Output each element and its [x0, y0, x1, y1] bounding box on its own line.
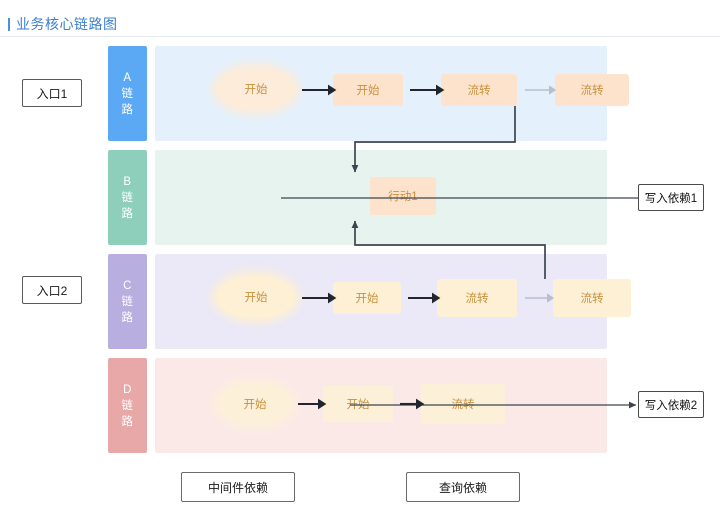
lane-tag-b: B 链 路 [108, 150, 147, 245]
lane-body-d: 开始开始流转 [155, 358, 607, 453]
lane-tag-letter: D [123, 383, 132, 396]
lane-body-c: 开始 开始 流转流转 [155, 254, 631, 349]
legend-query[interactable]: 查询依赖 [406, 472, 520, 502]
node-c-0[interactable]: 开始 [217, 276, 295, 318]
lane-c: C 链 路 开始 开始 流转流转 [108, 254, 631, 349]
lane-d: D 链 路 开始开始流转 [108, 358, 607, 453]
node-a-0[interactable]: 开始 [217, 68, 295, 110]
entry-box-1[interactable]: 入口1 [22, 79, 82, 107]
lane-tag-c: C 链 路 [108, 254, 147, 349]
lane-tag-letter: A [123, 71, 132, 84]
lane-tag-word-2: 路 [121, 103, 134, 116]
title-accent-bar [8, 17, 10, 31]
lane-tag-word-1: 链 [121, 191, 134, 204]
node-a-2[interactable]: 流转 [441, 74, 517, 106]
lane-tag-d: D 链 路 [108, 358, 147, 453]
node-b-0[interactable]: 行动1 [370, 177, 436, 215]
dependency-box-2[interactable]: 写入依赖2 [638, 391, 704, 418]
lane-a: A 链 路 开始 开始 流转 流转 [108, 46, 629, 141]
node-c-3[interactable]: 流转 [553, 279, 631, 317]
lane-tag-word-2: 路 [121, 207, 134, 220]
lane-tag-word-1: 链 [121, 295, 134, 308]
legend-middleware[interactable]: 中间件依赖 [181, 472, 295, 502]
node-d-2[interactable]: 流转 [421, 384, 505, 424]
lane-tag-word-1: 链 [121, 87, 134, 100]
dependency-box-1[interactable]: 写入依赖1 [638, 184, 704, 211]
lane-tag-word-2: 路 [121, 415, 134, 428]
lane-tag-a: A 链 路 [108, 46, 147, 141]
lane-tag-word-2: 路 [121, 311, 134, 324]
lane-body-b: 行动1 [155, 150, 607, 245]
node-d-0[interactable]: 开始 [219, 384, 291, 424]
title-divider [0, 36, 720, 37]
node-c-2[interactable]: 流转 [437, 279, 517, 317]
node-c-1[interactable]: 开始 [333, 282, 401, 314]
node-d-1[interactable]: 开始 [323, 386, 393, 422]
page-title-label: 业务核心链路图 [16, 16, 118, 32]
lane-tag-letter: B [123, 175, 132, 188]
lane-body-a: 开始 开始 流转 流转 [155, 46, 629, 141]
node-a-1[interactable]: 开始 [333, 74, 403, 106]
lane-tag-letter: C [123, 279, 132, 292]
page-title: 业务核心链路图 [8, 14, 118, 34]
lane-tag-word-1: 链 [121, 399, 134, 412]
entry-box-2[interactable]: 入口2 [22, 276, 82, 304]
node-a-3[interactable]: 流转 [555, 74, 629, 106]
lane-b: B 链 路 行动1 [108, 150, 607, 245]
